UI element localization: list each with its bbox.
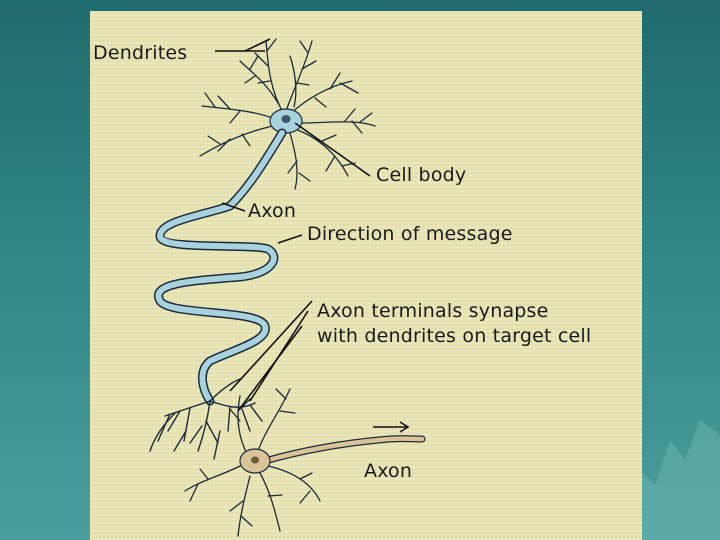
direction-arrow (373, 421, 410, 433)
leader-lines (215, 38, 371, 412)
neuron-illustration (149, 38, 426, 537)
cell-body-label: Cell body (376, 164, 467, 186)
target-axon-label: Axon (364, 460, 413, 482)
axon-terminals-label-line2: with dendrites on target cell (317, 325, 592, 347)
direction-of-message-label: Direction of message (307, 223, 513, 245)
axon-label: Axon (248, 200, 297, 222)
upper-nucleus (281, 115, 291, 123)
target-axon (261, 435, 426, 465)
axon-terminals-label-line1: Axon terminals synapse (317, 300, 549, 322)
axon-path (154, 128, 287, 406)
background-mountain-decoration (630, 420, 720, 540)
neuron-diagram: Dendrites Cell body Axon Direction of me… (90, 11, 642, 540)
dendrites-label: Dendrites (93, 42, 188, 64)
target-nucleus (251, 456, 259, 464)
target-neuron-dendrites (184, 388, 321, 537)
axon-terminals (149, 378, 263, 460)
upper-neuron-dendrites (199, 38, 376, 190)
